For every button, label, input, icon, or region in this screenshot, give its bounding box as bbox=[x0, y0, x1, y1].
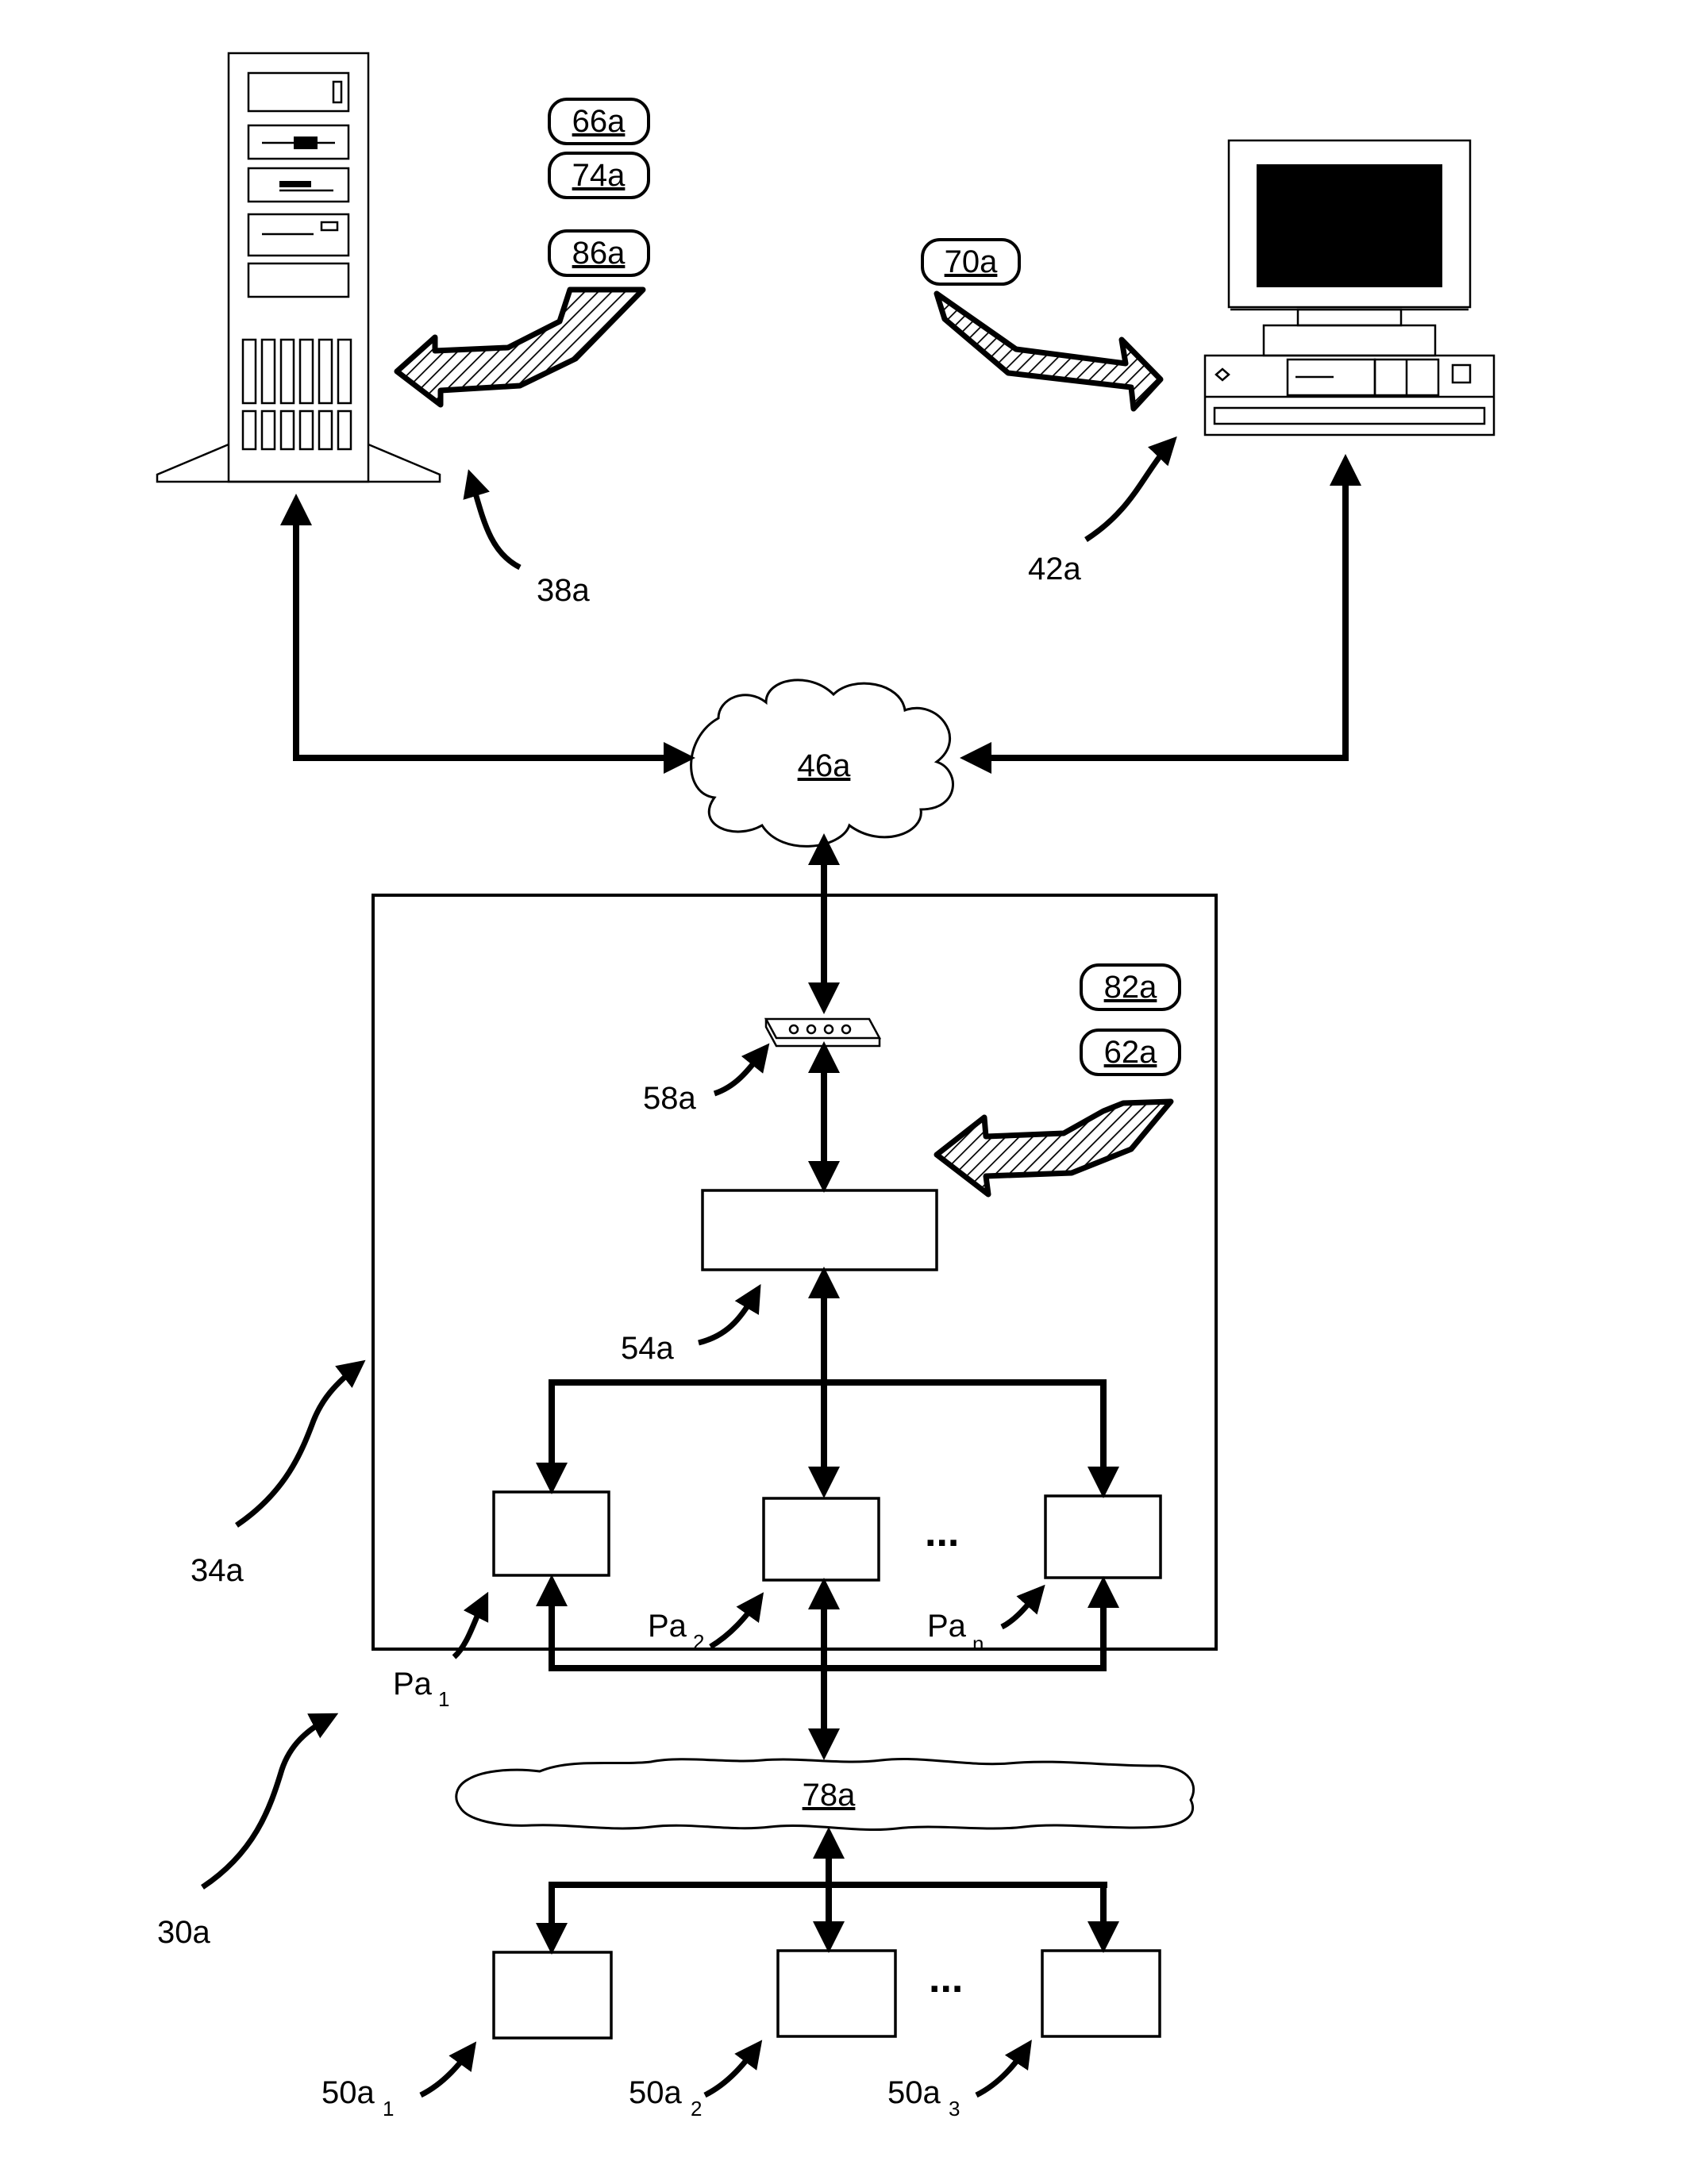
tag-70a-label: 70a bbox=[945, 244, 998, 279]
label-pan-sub: n bbox=[972, 1632, 984, 1655]
leader-arrows bbox=[202, 440, 1173, 2095]
tag-66a: 66a bbox=[549, 99, 649, 144]
tag-74a-label: 74a bbox=[572, 158, 626, 193]
box-50a1 bbox=[494, 1952, 611, 2038]
label-54a: 54a bbox=[621, 1331, 674, 1366]
server-tower-icon bbox=[157, 53, 440, 482]
label-42a: 42a bbox=[1028, 552, 1081, 586]
tag-62a: 62a bbox=[1081, 1030, 1180, 1075]
label-pa2: Pa bbox=[648, 1609, 687, 1644]
cloud-78a: 78a bbox=[456, 1759, 1194, 1829]
label-50a2-sub: 2 bbox=[691, 2097, 702, 2121]
label-pa1-sub: 1 bbox=[438, 1687, 449, 1711]
box-50a2 bbox=[778, 1951, 895, 2036]
label-50a3-sub: 3 bbox=[949, 2097, 960, 2121]
hatched-arrow-62a-to-54a bbox=[937, 1102, 1171, 1194]
hatched-arrow-86a-to-server bbox=[397, 290, 643, 405]
tag-82a: 82a bbox=[1081, 965, 1180, 1009]
ellipsis-processors: ... bbox=[925, 1509, 959, 1555]
label-38a: 38a bbox=[537, 573, 590, 608]
box-pa1 bbox=[494, 1492, 609, 1575]
tag-86a-label: 86a bbox=[572, 236, 626, 271]
label-30a: 30a bbox=[157, 1915, 210, 1950]
label-50a1: 50a bbox=[321, 2075, 375, 2110]
label-pa2-sub: 2 bbox=[693, 1630, 704, 1654]
tag-66a-label: 66a bbox=[572, 104, 626, 139]
desktop-computer-icon bbox=[1205, 140, 1494, 435]
label-pan: Pa bbox=[927, 1609, 967, 1644]
box-50a3 bbox=[1042, 1951, 1160, 2036]
label-50a3: 50a bbox=[887, 2075, 941, 2110]
cloud-78a-label: 78a bbox=[803, 1778, 856, 1813]
cloud-46a: 46a bbox=[691, 680, 953, 846]
tag-86a: 86a bbox=[549, 231, 649, 275]
tag-62a-label: 62a bbox=[1104, 1035, 1157, 1070]
label-58a: 58a bbox=[643, 1081, 696, 1116]
label-50a2: 50a bbox=[629, 2075, 682, 2110]
box-pa2 bbox=[764, 1498, 879, 1580]
ellipsis-devices: ... bbox=[929, 1955, 963, 2001]
hatched-arrow-70a-to-computer bbox=[937, 294, 1161, 409]
cloud-46a-label: 46a bbox=[798, 748, 851, 783]
box-pan bbox=[1045, 1496, 1161, 1578]
tag-74a: 74a bbox=[549, 153, 649, 198]
tag-82a-label: 82a bbox=[1104, 970, 1157, 1005]
network-router-icon bbox=[766, 1019, 880, 1046]
label-34a: 34a bbox=[191, 1553, 244, 1588]
tag-70a: 70a bbox=[922, 240, 1019, 284]
label-pa1: Pa bbox=[393, 1667, 433, 1701]
label-50a1-sub: 1 bbox=[383, 2097, 394, 2121]
box-54a bbox=[703, 1190, 937, 1270]
